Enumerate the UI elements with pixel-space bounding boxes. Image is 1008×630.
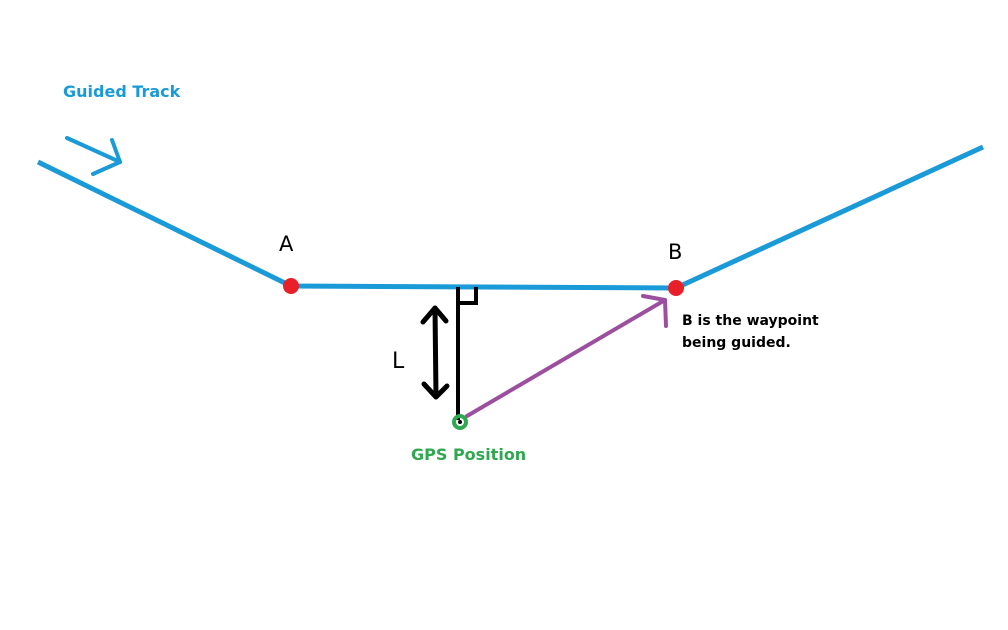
waypoint-note-line1: B is the waypoint xyxy=(682,313,819,329)
guided-track xyxy=(36,144,985,291)
track-label: Guided Track xyxy=(63,82,181,101)
right-angle-marker xyxy=(458,287,478,305)
distance-label: L xyxy=(392,349,405,374)
waypoint-note-line2: being guided. xyxy=(682,335,791,351)
distance-double-arrow-icon xyxy=(420,305,450,400)
gps-position-marker xyxy=(452,414,468,430)
bearing-arrow xyxy=(465,294,668,418)
gps-label: GPS Position xyxy=(411,445,526,464)
waypoint-b-label: B xyxy=(668,240,682,264)
waypoint-a-label: A xyxy=(279,232,294,256)
waypoint-b-marker xyxy=(668,280,684,296)
waypoint-a-marker xyxy=(283,278,299,294)
track-direction-arrow-icon xyxy=(65,136,122,176)
